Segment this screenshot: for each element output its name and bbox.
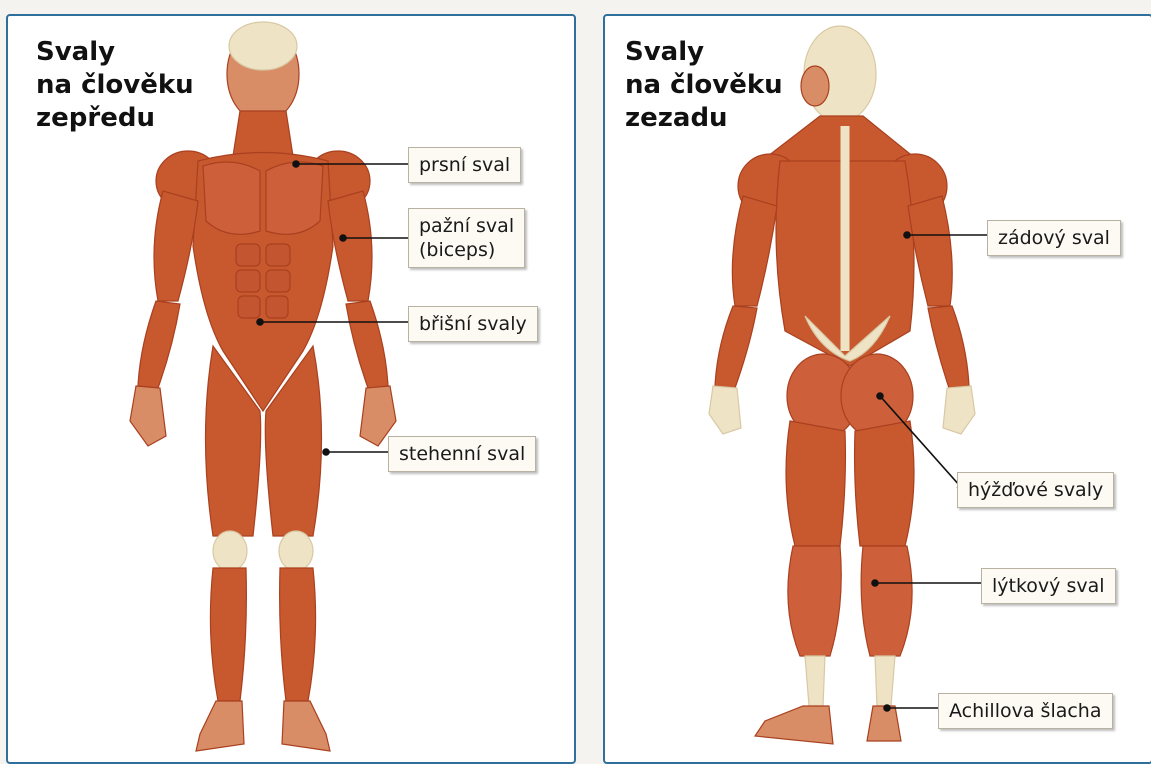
front-left-forearm <box>138 301 180 388</box>
front-right-shin <box>280 568 316 701</box>
back-title-line-2: na člověku <box>625 69 783 102</box>
front-skull <box>229 22 297 70</box>
label-achilles: Achillova šlacha <box>938 693 1113 729</box>
label-biceps-line-1: pažní sval <box>419 214 514 238</box>
label-abs: břišní svaly <box>408 306 538 342</box>
front-left-chest <box>203 162 260 234</box>
back-right-hand <box>943 386 975 434</box>
back-ear <box>801 66 829 106</box>
front-right-knee <box>279 531 313 571</box>
front-right-chest <box>266 162 323 234</box>
front-left-hand <box>130 386 166 446</box>
front-title: Svaly na člověku zepředu <box>36 36 194 135</box>
back-left-hamstring <box>786 421 845 546</box>
back-left-hand <box>709 386 741 434</box>
label-back: zádový sval <box>987 220 1121 256</box>
back-left-foot <box>755 706 833 744</box>
back-title-line-3: zezadu <box>625 102 783 135</box>
front-view-panel: Svaly na člověku zepředu <box>6 14 576 764</box>
back-left-forearm <box>715 306 757 388</box>
back-right-hamstring <box>855 421 914 546</box>
front-neck <box>233 111 293 156</box>
front-left-knee <box>213 531 247 571</box>
front-left-foot <box>196 701 244 751</box>
back-left-upper-arm <box>732 196 777 306</box>
label-biceps: pažní sval (biceps) <box>408 208 525 268</box>
back-right-upper-arm <box>908 196 952 306</box>
front-left-shin <box>210 568 246 701</box>
label-calf: lýtkový sval <box>981 568 1116 604</box>
back-right-achilles <box>875 656 895 706</box>
front-right-foot <box>282 701 330 751</box>
front-left-upper-arm <box>154 191 198 301</box>
back-left-calf <box>788 546 841 656</box>
back-title-line-1: Svaly <box>625 36 783 69</box>
back-right-forearm <box>928 306 969 388</box>
back-left-achilles <box>805 656 825 706</box>
back-title: Svaly na člověku zezadu <box>625 36 783 135</box>
front-right-upper-arm <box>328 191 372 301</box>
front-title-line-2: na člověku <box>36 69 194 102</box>
back-view-panel: Svaly na člověku zezadu <box>603 14 1151 764</box>
back-right-foot <box>867 706 901 741</box>
label-chest: prsní sval <box>408 147 521 183</box>
front-title-line-3: zepředu <box>36 102 194 135</box>
back-right-calf <box>861 546 912 656</box>
label-biceps-line-2: (biceps) <box>419 238 514 262</box>
front-right-forearm <box>346 301 388 388</box>
front-title-line-1: Svaly <box>36 36 194 69</box>
label-glutes: hýžďové svaly <box>957 472 1114 508</box>
label-thigh: stehenní sval <box>388 436 536 472</box>
